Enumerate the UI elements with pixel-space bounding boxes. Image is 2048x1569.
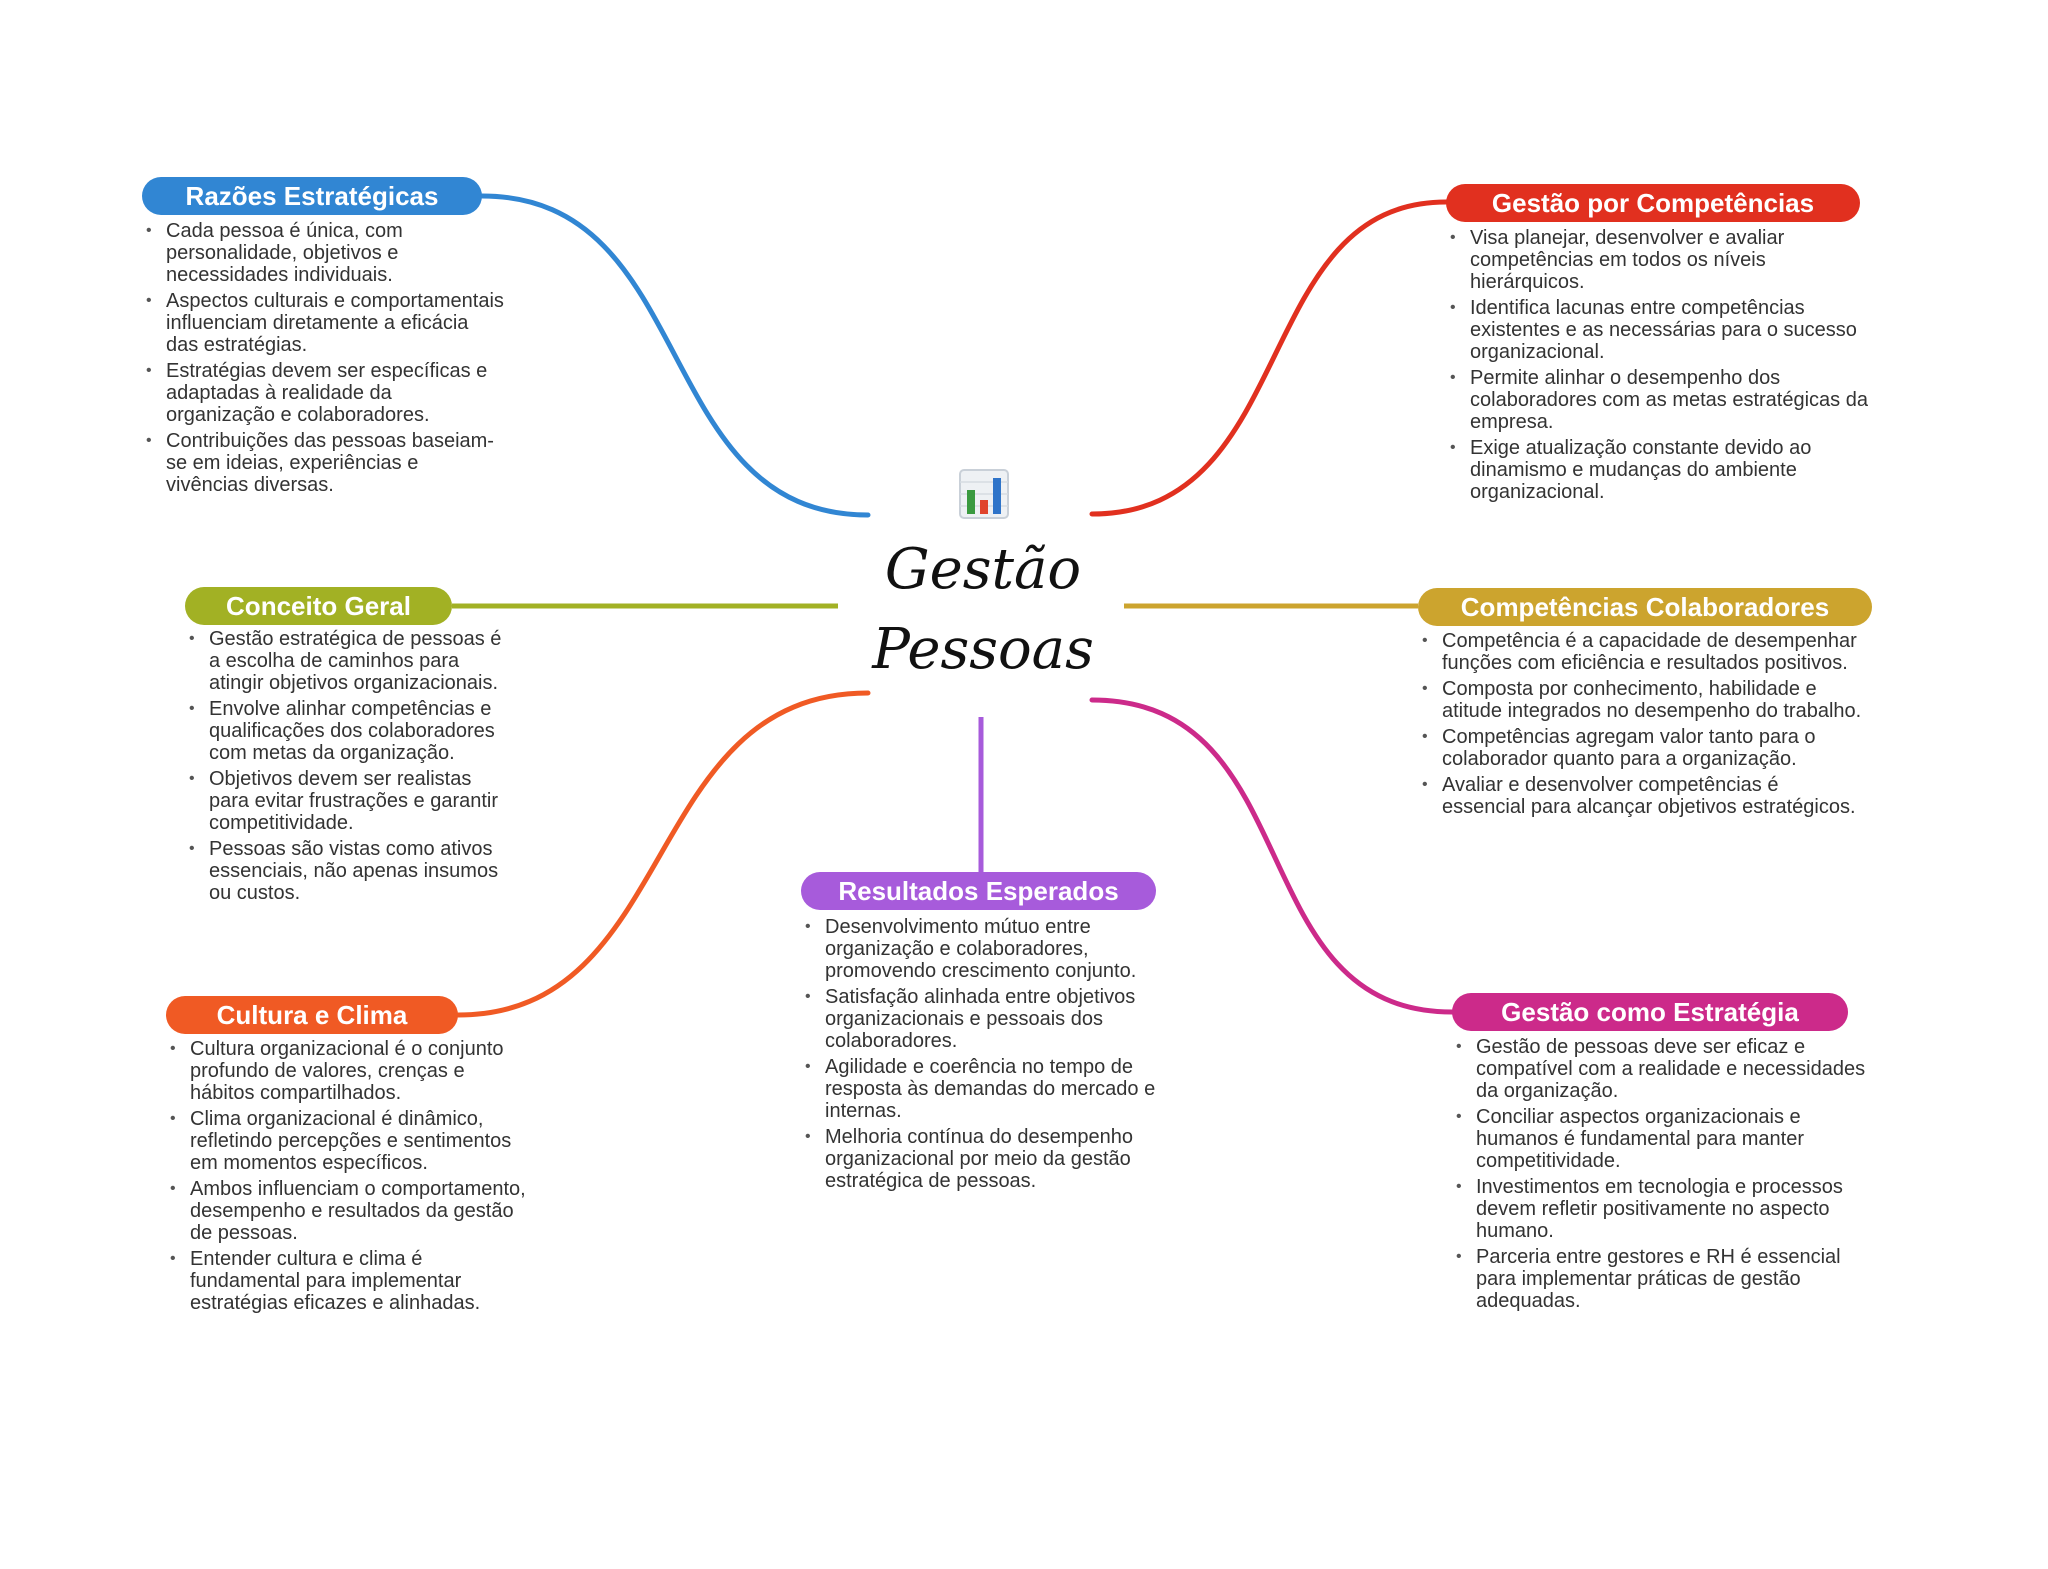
topic-label: Gestão por Competências	[1491, 188, 1815, 218]
topic-cultura-clima[interactable]: Cultura e Clima	[166, 996, 458, 1034]
central-topic[interactable]: Gestão Pessoas	[858, 460, 1108, 690]
list-item: Competência é a capacidade de desempenha…	[1422, 630, 1862, 674]
list-item: Permite alinhar o desempenho dos colabor…	[1450, 367, 1884, 433]
list-item: Cultura organizacional é o conjunto prof…	[170, 1038, 526, 1104]
list-item: Avaliar e desenvolver competências é ess…	[1422, 774, 1862, 818]
list-item: Identifica lacunas entre competências ex…	[1450, 297, 1884, 363]
topic-resultados-esperados[interactable]: Resultados Esperados	[801, 872, 1156, 910]
topic-gestao-estrategia[interactable]: Gestão como Estratégia	[1452, 993, 1848, 1031]
connector-razoes	[479, 193, 871, 518]
list-item: Estratégias devem ser específicas e adap…	[146, 360, 506, 426]
list-item: Gestão de pessoas deve ser eficaz e comp…	[1456, 1036, 1872, 1102]
list-item: Envolve alinhar competências e qualifica…	[189, 698, 509, 764]
topic-label: Conceito Geral	[226, 591, 411, 621]
topic-conceito-geral[interactable]: Conceito Geral	[185, 587, 452, 625]
list-item: Gestão estratégica de pessoas é a escolh…	[189, 628, 509, 694]
list-item: Conciliar aspectos organizacionais e hum…	[1456, 1106, 1872, 1172]
list-item: Parceria entre gestores e RH é essencial…	[1456, 1246, 1872, 1312]
topic-label: Razões Estratégicas	[185, 181, 439, 211]
topic-gestao-competencias-items: Visa planejar, desenvolver e avaliar com…	[1446, 227, 1884, 507]
list-item: Contribuições das pessoas baseiam-se em …	[146, 430, 506, 496]
topic-label: Gestão como Estratégia	[1501, 997, 1799, 1027]
list-item: Objetivos devem ser realistas para evita…	[189, 768, 509, 834]
list-item: Clima organizacional é dinâmico, refleti…	[170, 1108, 526, 1174]
topic-resultados-items: Desenvolvimento mútuo entre organização …	[801, 916, 1180, 1196]
bar-chart-icon	[959, 469, 1009, 519]
list-item: Aspectos culturais e comportamentais inf…	[146, 290, 506, 356]
list-item: Melhoria contínua do desempenho organiza…	[805, 1126, 1180, 1192]
list-item: Cada pessoa é única, com personalidade, …	[146, 220, 506, 286]
topic-competencias-colaboradores[interactable]: Competências Colaboradores	[1418, 588, 1872, 626]
topic-gestao-competencias[interactable]: Gestão por Competências	[1446, 184, 1860, 222]
list-item: Composta por conhecimento, habilidade e …	[1422, 678, 1862, 722]
list-item: Investimentos em tecnologia e processos …	[1456, 1176, 1872, 1242]
topic-label: Resultados Esperados	[838, 876, 1119, 906]
connector-competencias-gestao	[1089, 199, 1449, 517]
list-item: Pessoas são vistas como ativos essenciai…	[189, 838, 509, 904]
list-item: Exige atualização constante devido ao di…	[1450, 437, 1884, 503]
central-topic-title: Gestão Pessoas	[872, 537, 1094, 682]
topic-label: Competências Colaboradores	[1460, 592, 1830, 622]
topic-conceito-items: Gestão estratégica de pessoas é a escolh…	[185, 628, 509, 908]
topic-label: Cultura e Clima	[216, 1000, 408, 1030]
topic-razoes-items: Cada pessoa é única, com personalidade, …	[142, 220, 506, 500]
list-item: Visa planejar, desenvolver e avaliar com…	[1450, 227, 1884, 293]
connector-estrategia	[1089, 697, 1455, 1015]
topic-gestao-estrategia-items: Gestão de pessoas deve ser eficaz e comp…	[1452, 1036, 1872, 1316]
list-item: Competências agregam valor tanto para o …	[1422, 726, 1862, 770]
list-item: Agilidade e coerência no tempo de respos…	[805, 1056, 1180, 1122]
list-item: Satisfação alinhada entre objetivos orga…	[805, 986, 1180, 1052]
topic-competencias-colab-items: Competência é a capacidade de desempenha…	[1418, 630, 1862, 822]
list-item: Entender cultura e clima é fundamental p…	[170, 1248, 526, 1314]
connector-cultura	[455, 690, 871, 1018]
topic-cultura-items: Cultura organizacional é o conjunto prof…	[166, 1038, 526, 1318]
list-item: Ambos influenciam o comportamento, desem…	[170, 1178, 526, 1244]
topic-razoes-estrategicas[interactable]: Razões Estratégicas	[142, 177, 482, 215]
list-item: Desenvolvimento mútuo entre organização …	[805, 916, 1180, 982]
